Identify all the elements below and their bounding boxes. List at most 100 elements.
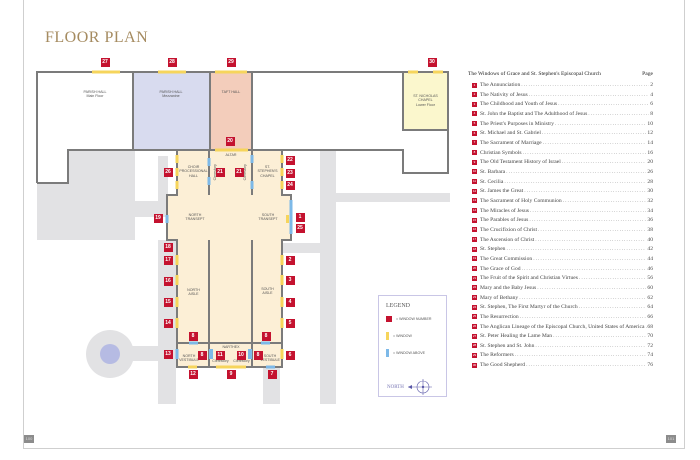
- room-label: AISLE: [262, 291, 273, 296]
- room-label: PARISH HALL: [159, 90, 183, 94]
- room-narthex: NARTHEX: [222, 345, 240, 349]
- window-number-marker: 4: [285, 297, 295, 307]
- wall: [166, 149, 292, 368]
- window-number-marker: 29: [226, 57, 236, 67]
- window-number-badge: 9: [472, 159, 477, 165]
- room-altar: ALTAR: [225, 153, 237, 157]
- toc-leader-dots: [530, 208, 646, 214]
- toc-entry-page: 40: [647, 236, 653, 243]
- toc-entry-title: The Resurrection: [480, 313, 519, 320]
- window-number-marker: 8: [188, 331, 198, 341]
- toc-leader-dots: [579, 304, 647, 310]
- window-number-marker: 24: [285, 180, 295, 190]
- toc-entry-title: The Annunciation: [480, 82, 521, 88]
- toc-leader-dots: [504, 179, 646, 185]
- transepts: [167, 195, 291, 240]
- window-number-badge: 15: [472, 217, 477, 223]
- window-number-marker: 2: [285, 255, 295, 265]
- window: [280, 275, 284, 285]
- toc-leader-dots: [538, 227, 646, 233]
- toc-entry-title: St. Stephen and St. John: [480, 342, 535, 349]
- window: [216, 365, 246, 369]
- toc-entry-title: St. Peter Healing the Lame Man: [480, 333, 553, 340]
- window-above: [207, 158, 211, 166]
- legend-window-number: = WINDOW NUMBER: [386, 316, 431, 322]
- toc-entry-page: 56: [647, 275, 653, 282]
- toc-entry-title: The Anglican Lineage of the Episcopal Ch…: [480, 323, 645, 330]
- toc-leader-dots: [588, 111, 649, 117]
- toc-page-label: Page: [642, 71, 653, 77]
- fountain: [100, 344, 120, 364]
- room-label: TRANSEPT: [185, 217, 205, 222]
- toc-entry-page: 28: [647, 178, 653, 185]
- compass-icon: [407, 379, 432, 395]
- room-label: HALL: [189, 173, 198, 178]
- toc-entry-page: 36: [647, 217, 653, 224]
- toc-entry-page: 60: [647, 284, 653, 291]
- window-number-badge: 6: [472, 130, 477, 136]
- toc-leader-dots: [521, 82, 649, 88]
- window-number-marker: 14: [163, 318, 173, 328]
- window-number-badge: 20: [472, 266, 477, 272]
- window-number-marker: 12: [188, 369, 198, 379]
- window: [280, 255, 284, 265]
- toc-entry-title: The Priest's Purposes in Ministry: [480, 120, 555, 127]
- room-label: NORTH: [187, 288, 200, 292]
- windows-above: [165, 155, 293, 369]
- clerestory-label: Clerestory: [212, 359, 229, 363]
- window-number-badge: 1: [472, 82, 477, 88]
- room-label: STEPHEN'S: [257, 169, 278, 174]
- toc-entry-page: 62: [647, 294, 653, 301]
- toc-entry-title: The Great Commission: [480, 255, 533, 262]
- toc-entry-page: 26: [647, 168, 653, 175]
- window: [433, 70, 443, 74]
- room-label: NORTH: [188, 213, 202, 217]
- toc-leader-dots: [533, 256, 646, 262]
- toc-entry-title: Mary of Bethany: [480, 294, 519, 301]
- walkway: [282, 243, 320, 253]
- toc-entry-title: The Sacrament of Holy Communion: [480, 197, 562, 204]
- toc-entry-title: The Sacrament of Marriage: [480, 139, 542, 146]
- toc-leader-dots: [535, 343, 646, 349]
- toc-leader-dots: [529, 217, 646, 223]
- toc-entry-page: 12: [647, 130, 653, 137]
- window: [175, 255, 179, 265]
- window-number-marker: 20: [225, 136, 235, 146]
- window-number-marker: 17: [163, 255, 173, 265]
- annex: [403, 150, 448, 173]
- north-indicator: NORTH: [387, 377, 434, 397]
- toc-entry-page: 2: [650, 82, 653, 88]
- toc-entry-page: 6: [650, 101, 653, 108]
- window-number-marker: 8: [253, 350, 263, 360]
- window-number-badge: 13: [472, 198, 477, 204]
- window: [92, 70, 120, 74]
- window-above: [266, 365, 275, 369]
- room-label: TRANSEPT: [258, 217, 278, 222]
- window-number-marker: 27: [100, 57, 110, 67]
- toc-entry-title: The Parables of Jesus: [480, 217, 529, 224]
- window: [280, 181, 284, 189]
- window-number-marker: 18: [163, 242, 173, 252]
- window-number-marker: 6: [285, 350, 295, 360]
- window-number-badge: 24: [472, 304, 477, 310]
- window-number-badge: 10: [472, 169, 477, 175]
- north-label: NORTH: [387, 384, 404, 390]
- window-number-badge: 28: [472, 343, 477, 349]
- window-above: [250, 181, 254, 189]
- window: [286, 215, 289, 223]
- page-number-right: 101: [666, 435, 676, 443]
- toc-leader-dots: [524, 188, 646, 194]
- toc-entry-title: The Old Testament History of Israel: [480, 159, 561, 166]
- grounds: [37, 150, 450, 404]
- window-number-badge: 17: [472, 237, 477, 243]
- toc-entry-title: St. John the Baptist and The Adulthood o…: [480, 110, 588, 117]
